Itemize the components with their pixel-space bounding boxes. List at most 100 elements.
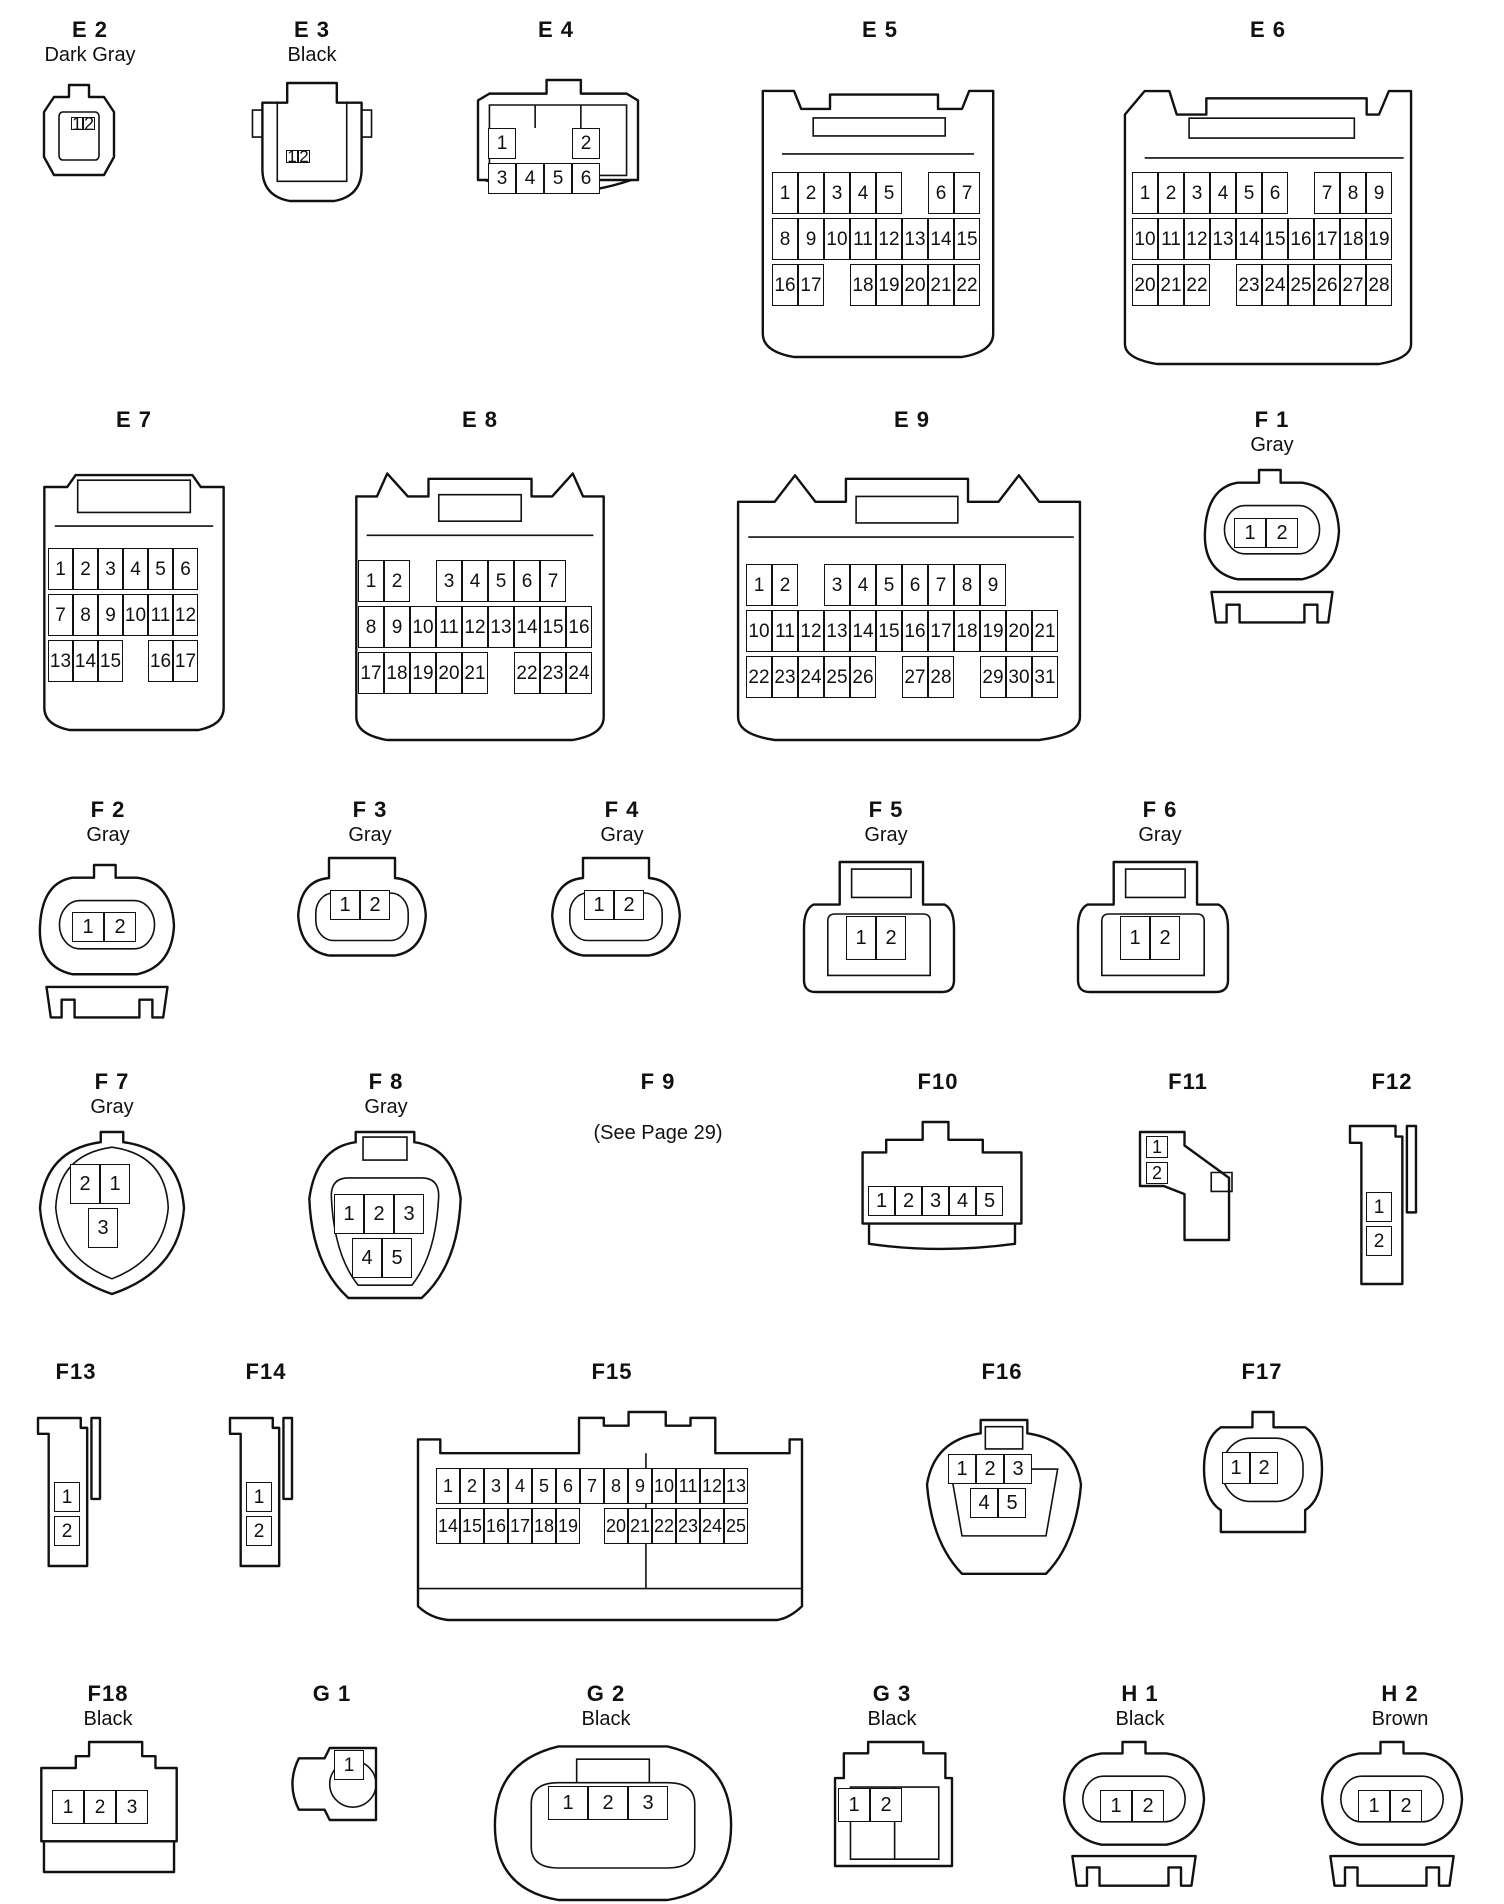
- pin-cell: 14: [1236, 218, 1262, 260]
- pin-cell: 2: [73, 548, 98, 590]
- connector-code: E 2: [71, 17, 109, 42]
- pin-cell: 3: [1004, 1454, 1032, 1484]
- pin-cell: 22: [954, 264, 980, 306]
- pin-cell: 3: [824, 564, 850, 606]
- pin-cell: 2: [588, 1786, 628, 1820]
- pin-cell: 10: [746, 610, 772, 652]
- pin-cell: 2: [70, 1164, 100, 1204]
- pin-cell: 20: [902, 264, 928, 306]
- pin-cell: 17: [798, 264, 824, 306]
- pin-cell: 20: [1006, 610, 1032, 652]
- pin-cell: 3: [436, 560, 462, 602]
- pin-cell: 22: [514, 652, 540, 694]
- pin-cell: 24: [1262, 264, 1288, 306]
- pin-cell: 7: [48, 594, 73, 636]
- pin-cell: 1: [1234, 518, 1266, 548]
- pin-cell: 23: [676, 1508, 700, 1544]
- pin-cell: 12: [462, 606, 488, 648]
- pin-cell: 14: [514, 606, 540, 648]
- connector-code: F 5: [868, 797, 904, 822]
- pin-cell: 3: [116, 1790, 148, 1824]
- pin-cell: 1: [334, 1194, 364, 1234]
- pin-cell: 14: [928, 218, 954, 260]
- pin-cell: 19: [556, 1508, 580, 1544]
- pin-cell: 19: [1366, 218, 1392, 260]
- pin-cell: 4: [850, 564, 876, 606]
- pin-cell: 2: [360, 890, 390, 920]
- pin-cell: 18: [954, 610, 980, 652]
- connector-code: F 7: [94, 1069, 130, 1094]
- connector-housing: [758, 82, 998, 357]
- pin-cell: 12: [876, 218, 902, 260]
- pin-cell: 9: [798, 218, 824, 260]
- pin-cell: 8: [73, 594, 98, 636]
- pin-cell: 1: [436, 1468, 460, 1504]
- pin-cell: 2: [1390, 1790, 1422, 1822]
- connector-color: Black: [867, 1708, 917, 1730]
- pin-cell: 25: [824, 656, 850, 698]
- pin-cell: 4: [1210, 172, 1236, 214]
- connector-code: F 8: [368, 1069, 404, 1094]
- pin-gap: [876, 656, 902, 698]
- pin-cell: 25: [1288, 264, 1314, 306]
- pin-cell: 3: [394, 1194, 424, 1234]
- connector-code: F 3: [352, 797, 388, 822]
- pin-cell: 1: [1120, 916, 1150, 960]
- pin-cell: 1: [1100, 1790, 1132, 1822]
- pin-cell: 2: [1132, 1790, 1164, 1822]
- pin-gap: [1210, 264, 1236, 306]
- pin-cell: 2: [895, 1186, 922, 1216]
- connector-code: E 3: [293, 17, 331, 42]
- pin-cell: 22: [746, 656, 772, 698]
- connector-color: Gray: [90, 1096, 134, 1118]
- pin-cell: 12: [700, 1468, 724, 1504]
- pin-cell: 15: [876, 610, 902, 652]
- connector-color: Gray: [1138, 824, 1182, 846]
- connector-code: F16: [981, 1359, 1023, 1384]
- pin-cell: 22: [1184, 264, 1210, 306]
- pin-cell: 17: [1314, 218, 1340, 260]
- connector-housing: [40, 1132, 184, 1294]
- pin-cell: 1: [584, 890, 614, 920]
- pin-cell: 1: [1366, 1192, 1392, 1222]
- connector-housing: [1120, 82, 1416, 364]
- connector-housing: [1078, 862, 1228, 992]
- pin-cell: 18: [1340, 218, 1366, 260]
- pin-cell: 1: [868, 1186, 895, 1216]
- pin-cell: 11: [1158, 218, 1184, 260]
- pin-cell: 28: [1366, 264, 1392, 306]
- connector-color: Gray: [86, 824, 130, 846]
- pin-cell: 12: [1184, 218, 1210, 260]
- pin-cell: 1: [948, 1454, 976, 1484]
- pin-cell: 1: [548, 1786, 588, 1820]
- pin-cell: 9: [384, 606, 410, 648]
- pin-cell: 16: [148, 640, 173, 682]
- pin-cell: 6: [928, 172, 954, 214]
- pin-cell: 13: [48, 640, 73, 682]
- connector-color: Gray: [864, 824, 908, 846]
- pin-cell: 4: [352, 1238, 382, 1278]
- pin-cell: 5: [532, 1468, 556, 1504]
- pin-cell: 6: [514, 560, 540, 602]
- pin-cell: 2: [976, 1454, 1004, 1484]
- connector-code: F 4: [604, 797, 640, 822]
- connector-housing: [346, 470, 614, 740]
- pin-cell: 9: [98, 594, 123, 636]
- pin-cell: 13: [488, 606, 514, 648]
- pin-cell: 30: [1006, 656, 1032, 698]
- pin-cell: 1: [334, 1750, 364, 1780]
- pin-cell: 11: [436, 606, 462, 648]
- pin-gap: [954, 656, 980, 698]
- pin-cell: 1: [746, 564, 772, 606]
- pin-cell: 1: [1132, 172, 1158, 214]
